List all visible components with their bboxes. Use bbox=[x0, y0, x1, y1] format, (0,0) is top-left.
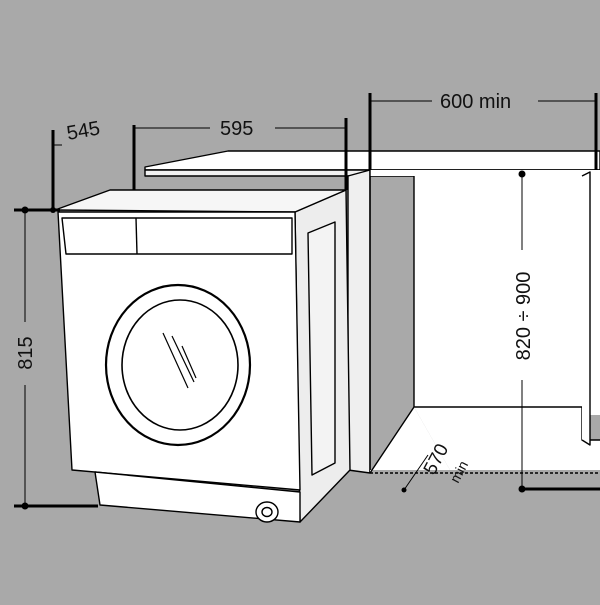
room bbox=[144, 150, 600, 474]
depth-label: 545 bbox=[65, 117, 102, 144]
control-panel bbox=[61, 217, 293, 255]
countertop bbox=[144, 150, 600, 171]
niche-width-label: 600 min bbox=[440, 91, 511, 113]
machine-plinth bbox=[94, 471, 301, 523]
depth-top-dot bbox=[50, 207, 56, 213]
door-glass-reflection-2 bbox=[171, 335, 195, 383]
niche-depth-line bbox=[403, 454, 429, 491]
height-label: 815 bbox=[15, 336, 37, 369]
niche-height-label: 820 ÷ 900 bbox=[513, 272, 535, 361]
door-inner-ring bbox=[121, 299, 239, 431]
washing-machine bbox=[54, 189, 351, 523]
door-glass-reflection-1 bbox=[162, 332, 189, 389]
dimension-dots bbox=[21, 170, 526, 510]
height-bottom-dot bbox=[21, 502, 29, 510]
side-recess bbox=[307, 221, 336, 476]
cabinet-side-panel bbox=[347, 169, 371, 474]
machine-top bbox=[54, 189, 347, 213]
niche-floor-diagonal bbox=[369, 406, 415, 474]
width-label: 595 bbox=[220, 118, 253, 140]
niche-depth-dot bbox=[401, 487, 407, 493]
niche-height-bottom-dot bbox=[518, 485, 526, 493]
niche-back-wall bbox=[370, 170, 600, 470]
control-panel-divider bbox=[135, 217, 138, 255]
door-glass-reflection-3 bbox=[181, 345, 197, 379]
right-cabinet bbox=[581, 171, 591, 446]
niche-floor bbox=[370, 407, 450, 473]
height-top-dot bbox=[21, 206, 29, 214]
niche-height-top-dot bbox=[518, 170, 526, 178]
filter-cap-center bbox=[261, 506, 273, 518]
